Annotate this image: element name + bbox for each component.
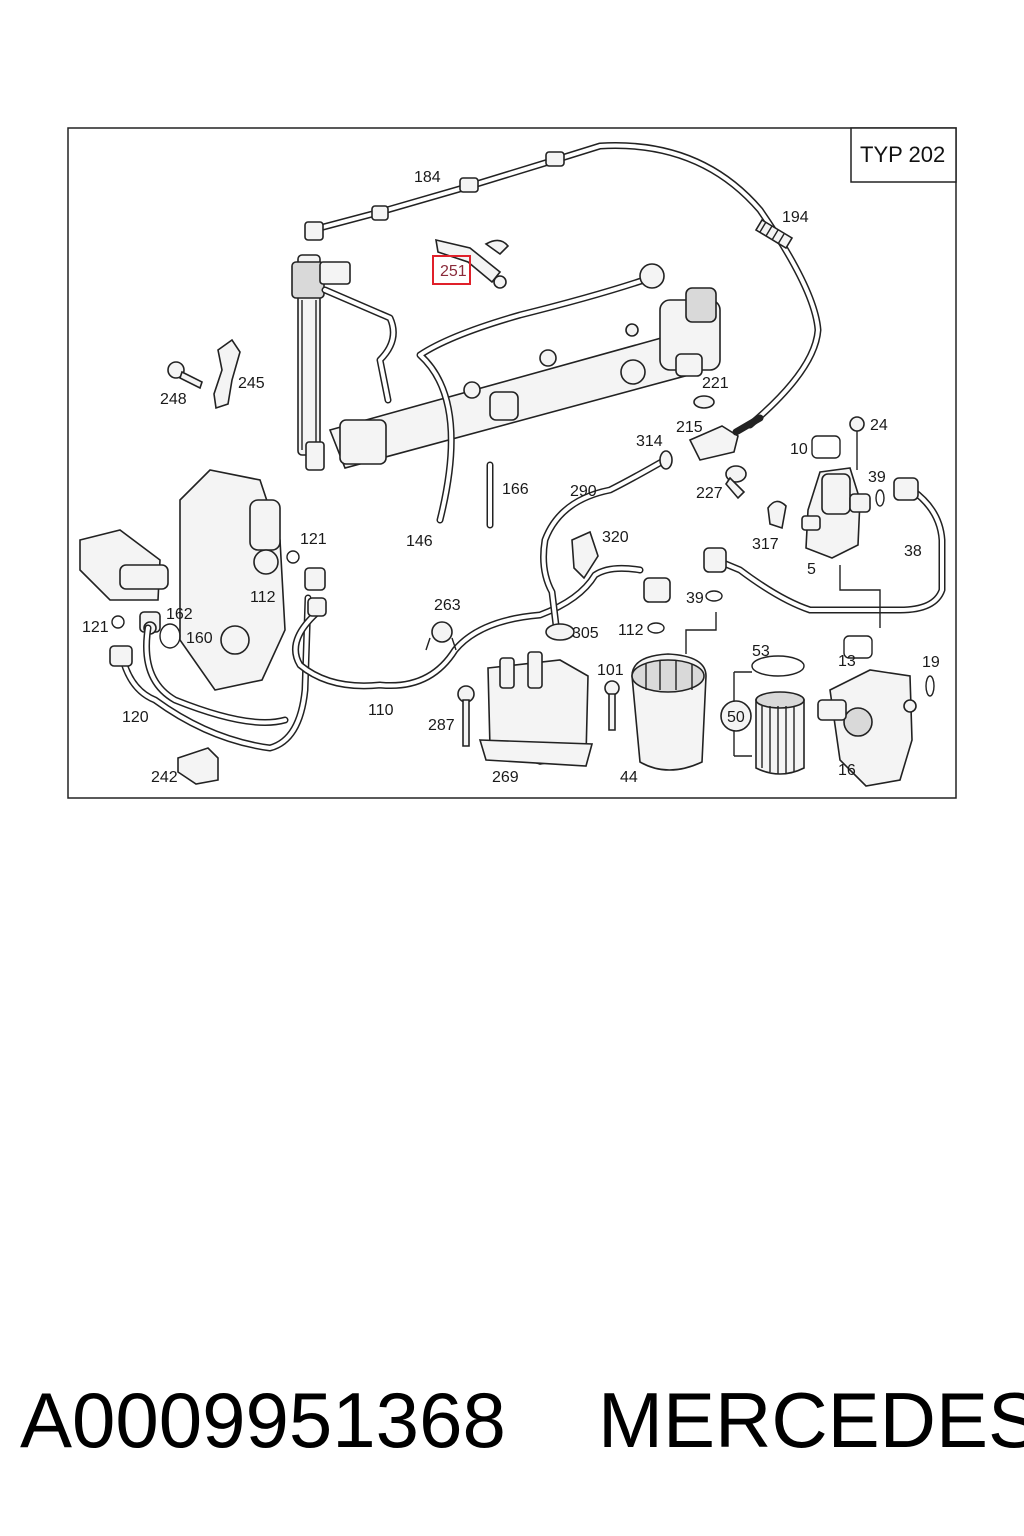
part-label-19: 19 [922, 654, 940, 671]
part-label-248: 248 [160, 391, 187, 408]
part-label-5: 5 [807, 561, 816, 578]
gasket-10 [811, 435, 841, 459]
bolt-287 [457, 685, 475, 747]
cooler-269 [478, 651, 594, 767]
part-label-50: 50 [727, 709, 745, 726]
part-label-121b: 121 [82, 619, 109, 636]
bolt-248 [167, 361, 203, 390]
part-label-227: 227 [696, 485, 723, 502]
part-label-121a: 121 [300, 531, 327, 548]
part-label-146: 146 [406, 533, 433, 550]
fuel-rail [328, 287, 721, 469]
part-label-320: 320 [602, 529, 629, 546]
part-label-251: 251 [440, 263, 467, 280]
part-label-39a: 39 [868, 469, 886, 486]
part-label-215: 215 [676, 419, 703, 436]
hose-290 [540, 456, 669, 629]
part-label-13: 13 [838, 653, 856, 670]
clip-251 [435, 238, 510, 289]
part-label-112a: 112 [250, 589, 276, 606]
part-label-263: 263 [434, 597, 461, 614]
clamp-263 [425, 621, 457, 651]
part-label-287: 287 [428, 717, 455, 734]
line-110 [292, 564, 671, 690]
washer-314 [659, 450, 673, 470]
part-label-38: 38 [904, 543, 922, 560]
part-label-194: 194 [782, 209, 809, 226]
o-ring-121b [111, 615, 125, 629]
part-label-166: 166 [502, 481, 529, 498]
leader-lines [685, 565, 881, 654]
part-label-305: 305 [572, 625, 599, 642]
part-label-221: 221 [702, 375, 729, 392]
line-120 [109, 594, 312, 752]
part-label-16: 16 [838, 762, 856, 779]
part-label-242: 242 [151, 769, 178, 786]
spring-194 [754, 218, 794, 250]
part-label-245: 245 [238, 375, 265, 392]
bolt-227 [724, 465, 747, 500]
part-label-120: 120 [122, 709, 149, 726]
part-label-53: 53 [752, 643, 770, 660]
bolt-101 [604, 680, 620, 731]
housing-5 [801, 416, 871, 559]
part-label-101: 101 [597, 662, 624, 679]
rail-line [321, 263, 665, 524]
line-38 [703, 477, 946, 614]
part-label-184: 184 [414, 169, 441, 186]
filter-housing-44 [631, 622, 707, 771]
part-label-39b: 39 [686, 590, 704, 607]
bracket-245 [213, 338, 241, 410]
clip-317 [767, 500, 787, 530]
part-label-314: 314 [636, 433, 663, 450]
part-label-10: 10 [790, 441, 808, 458]
part-label-112b: 112 [618, 622, 644, 639]
clamp-305 [545, 623, 575, 641]
clip-242 [177, 747, 219, 785]
part-label-24: 24 [870, 417, 888, 434]
filter-element-50 [720, 655, 805, 775]
o-ring-160 [159, 623, 181, 649]
housing-16 [817, 635, 935, 787]
brand-name: MERCEDES [598, 1376, 1024, 1464]
part-label-160: 160 [186, 630, 213, 647]
part-label-290: 290 [570, 483, 597, 500]
part-label-162: 162 [166, 606, 193, 623]
part-number: A0009951368 [20, 1376, 506, 1464]
injector [291, 254, 351, 471]
part-label-269: 269 [492, 769, 519, 786]
type-label: TYP 202 [860, 142, 945, 167]
part-label-44: 44 [620, 769, 638, 786]
fitting-215 [688, 395, 764, 461]
highlight-box-251 [432, 255, 471, 285]
o-ring-121a [286, 550, 300, 564]
part-label-110: 110 [368, 702, 394, 719]
clip-320 [571, 530, 599, 580]
type-box [850, 127, 957, 183]
part-label-317: 317 [752, 536, 779, 553]
high-pressure-pump [79, 469, 286, 691]
